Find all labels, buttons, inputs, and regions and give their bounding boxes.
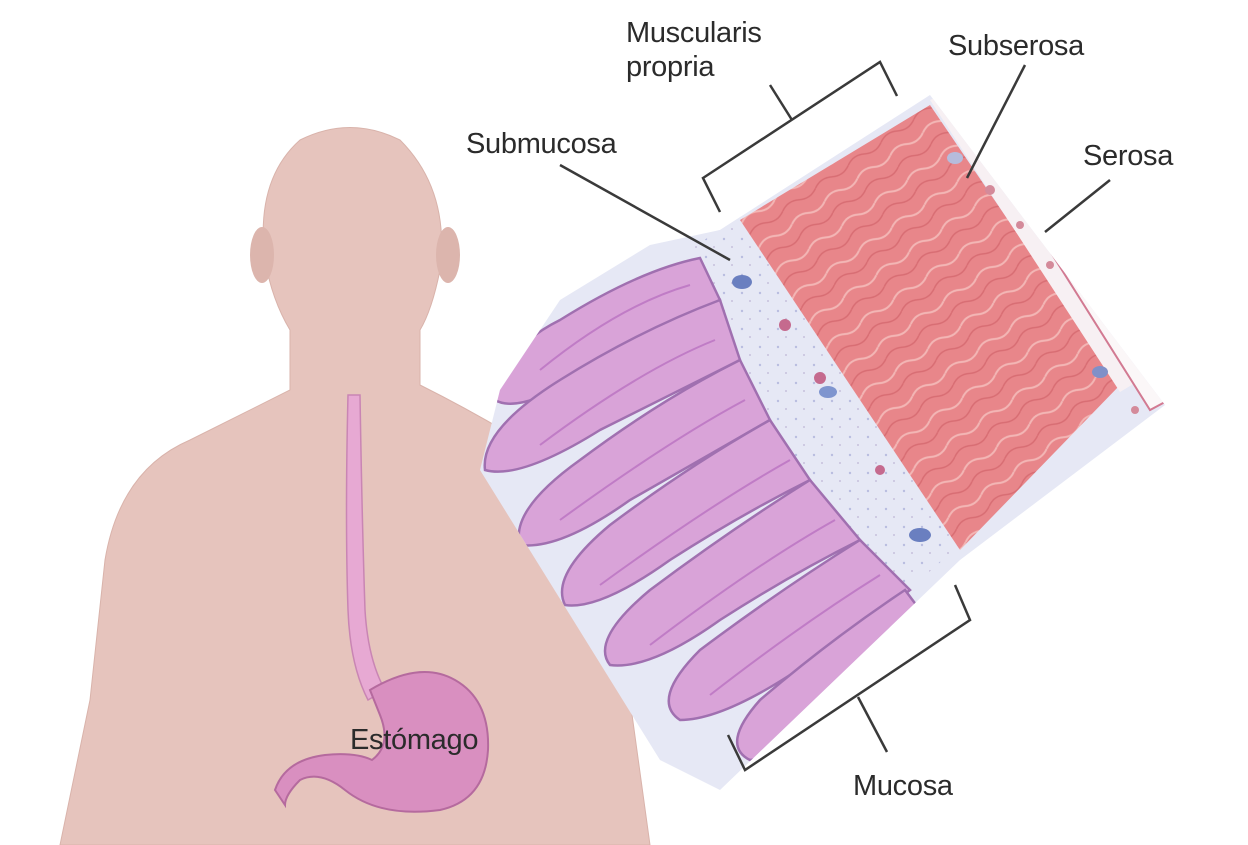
serosa-leader [1045,180,1110,232]
subserosa-label: Subserosa [948,30,1084,62]
ear-right [436,227,460,283]
serosa-label: Serosa [1083,140,1173,172]
muscularis-label-line1: Muscularis [626,16,762,50]
subserosa-leader [967,65,1025,178]
muscularis-leader [770,85,792,120]
submucosa-label: Submucosa [466,128,616,160]
muscularis-propria-label: Muscularis propria [626,16,762,84]
muscularis-label-line2: propria [626,50,762,84]
mucosa-leader [858,697,887,752]
ear-left [250,227,274,283]
mucosa-label: Mucosa [853,770,953,802]
estomago-label: Estómago [350,724,478,756]
